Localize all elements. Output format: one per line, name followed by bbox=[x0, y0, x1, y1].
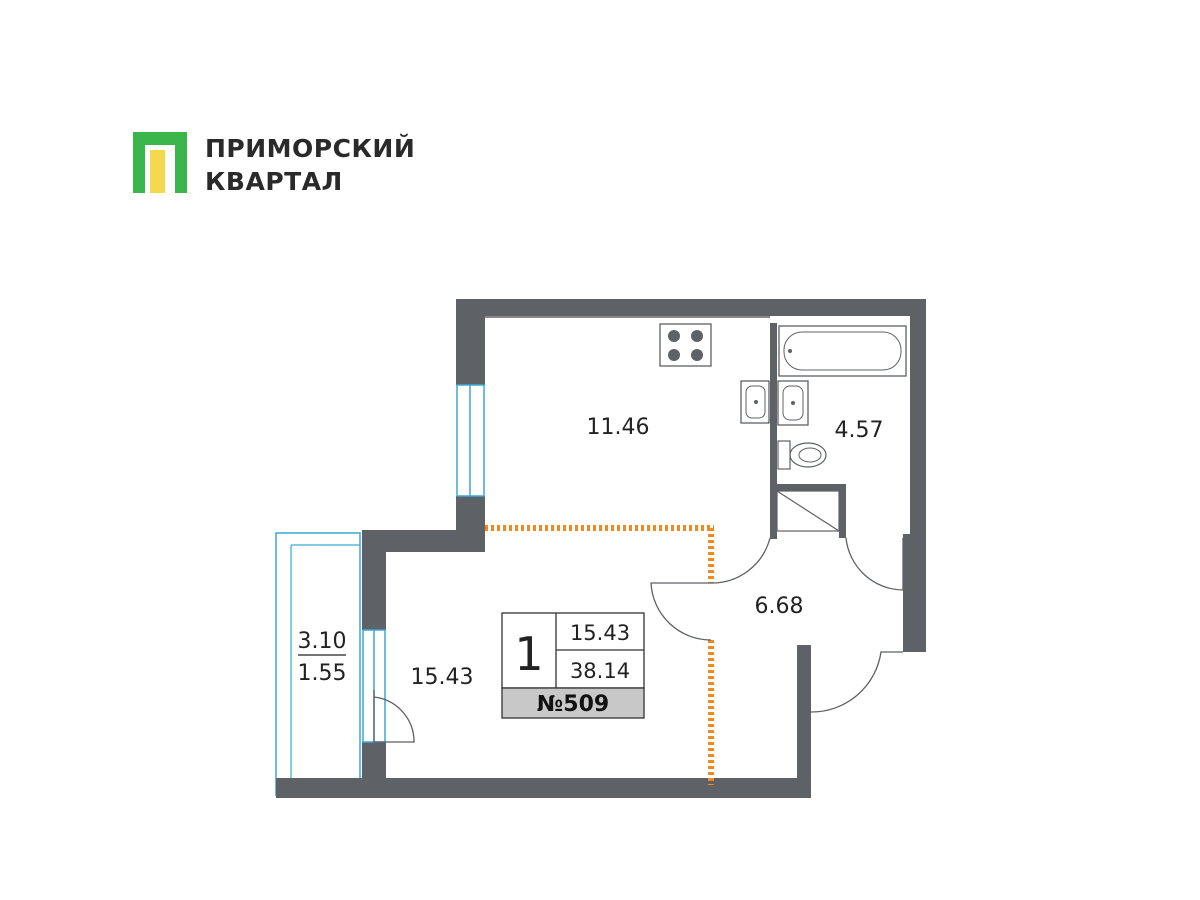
rooms-count: 1 bbox=[514, 627, 543, 681]
wall-right-lower bbox=[903, 534, 926, 652]
wall-step-vertical bbox=[362, 530, 386, 630]
door-living bbox=[650, 582, 712, 641]
burner bbox=[668, 349, 680, 361]
info-living-area: 15.43 bbox=[570, 621, 630, 645]
doors bbox=[373, 537, 904, 743]
wall-step bbox=[362, 530, 485, 552]
windows bbox=[362, 384, 485, 743]
bathtub-inner bbox=[783, 331, 902, 371]
bath-partition-h bbox=[770, 484, 846, 491]
toilet-seat bbox=[798, 447, 822, 463]
vent-box bbox=[776, 490, 840, 532]
balcony-reduced-area-label: 1.55 bbox=[298, 661, 347, 686]
burner bbox=[691, 349, 703, 361]
door-balcony bbox=[373, 690, 415, 743]
hall-area-label: 6.68 bbox=[755, 594, 804, 619]
bathtub-icon bbox=[778, 325, 907, 377]
walls bbox=[276, 299, 926, 798]
door-entrance bbox=[810, 651, 903, 713]
door-kitchen-arc bbox=[710, 537, 771, 584]
toilet-icon bbox=[777, 440, 827, 470]
stove-body bbox=[659, 323, 712, 367]
partitions bbox=[485, 525, 714, 785]
kitchen-area-label: 11.46 bbox=[587, 415, 650, 440]
apartment-id: №509 bbox=[537, 692, 609, 717]
vent-diagonal bbox=[776, 490, 840, 532]
burner bbox=[691, 330, 703, 342]
wall-bottom-right bbox=[797, 645, 811, 798]
sink-bowl bbox=[745, 385, 766, 419]
door-bathroom bbox=[845, 537, 904, 591]
toilet-tank bbox=[777, 440, 791, 470]
bath-partition-v2 bbox=[839, 484, 846, 538]
brand-name: ПРИМОРСКИЙ КВАРТАЛ bbox=[205, 132, 525, 198]
brand-name-line1: ПРИМОРСКИЙ bbox=[205, 134, 416, 163]
wall-top-left bbox=[456, 299, 485, 385]
bath-partition-v bbox=[770, 323, 777, 539]
washbasin-drain bbox=[791, 401, 795, 405]
brand-name-line2: КВАРТАЛ bbox=[205, 167, 343, 196]
bathtub-body bbox=[778, 325, 907, 377]
sink-drain bbox=[754, 400, 758, 404]
brand-logo-mark bbox=[133, 132, 187, 193]
washbasin-bowl bbox=[782, 385, 804, 421]
logo-bar-yellow bbox=[150, 150, 165, 193]
wall-right bbox=[910, 299, 926, 534]
balcony-full-area-label: 3.10 bbox=[298, 629, 347, 654]
stove-icon bbox=[659, 323, 712, 367]
wall-left-mid bbox=[456, 496, 485, 532]
vent-shaft bbox=[776, 490, 840, 532]
info-total-area: 38.14 bbox=[570, 659, 630, 683]
toilet-bowl bbox=[789, 442, 827, 468]
bathroom-sink-icon bbox=[777, 380, 809, 426]
bathroom-area-label: 4.57 bbox=[835, 418, 884, 443]
apartment-id-box bbox=[501, 687, 645, 719]
burner bbox=[668, 330, 680, 342]
living-area-label: 15.43 bbox=[411, 665, 474, 690]
kitchen-sink-icon bbox=[740, 380, 770, 424]
wall-top-inner bbox=[485, 316, 910, 323]
wall-bottom bbox=[276, 778, 810, 798]
apartment-info: 1 15.43 38.14 №509 bbox=[501, 612, 645, 719]
bathtub-drain bbox=[788, 349, 792, 353]
